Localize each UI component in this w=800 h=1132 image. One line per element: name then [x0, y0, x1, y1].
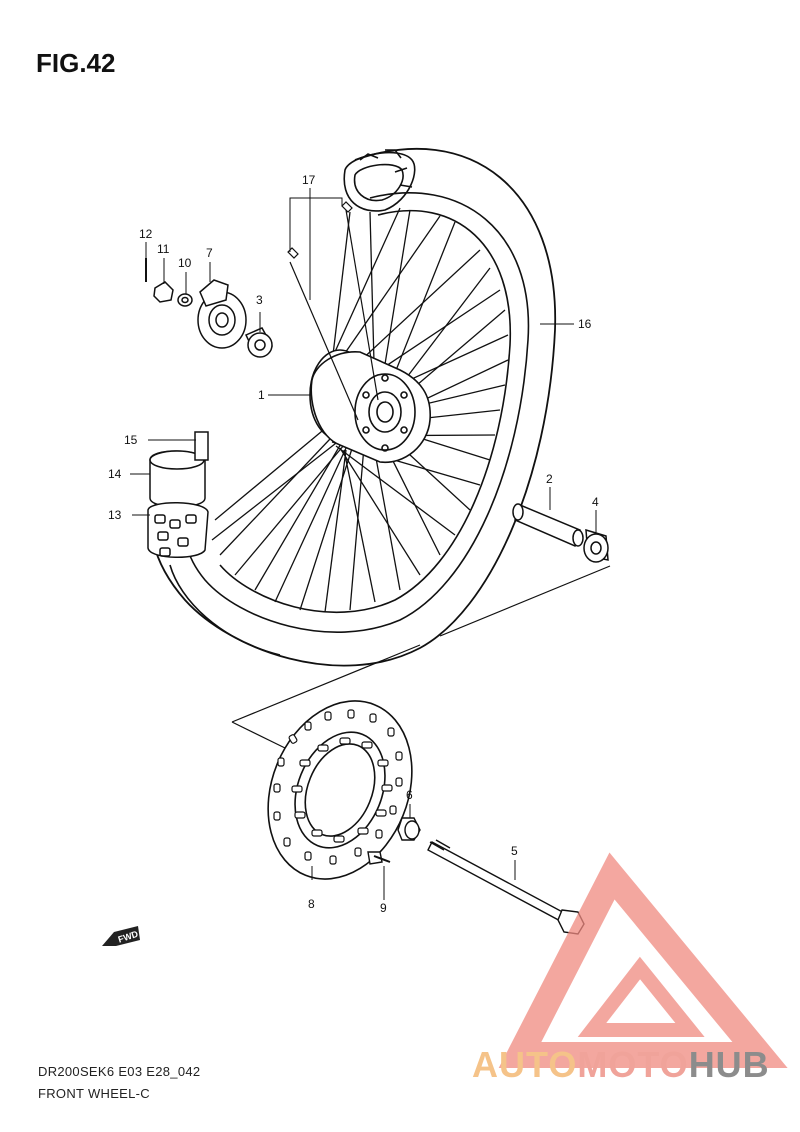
watermark-text: AUTOMOTOHUB [472, 1044, 770, 1086]
rim-outline [150, 147, 556, 667]
bearing-item-3 [244, 327, 274, 358]
figure-name: FRONT WHEEL-C [38, 1086, 150, 1101]
callout-9: 9 [380, 901, 387, 915]
gearbox-item-7 [197, 279, 247, 349]
callout-14: 14 [108, 467, 122, 481]
callout-16: 16 [578, 317, 592, 331]
callout-labels: 1 2 3 4 5 6 7 8 9 10 11 12 13 14 15 16 1… [108, 173, 599, 915]
spacer-item-2 [512, 503, 584, 548]
callout-12: 12 [139, 227, 153, 241]
watermark-part-a: AUTO [472, 1044, 578, 1085]
callout-4: 4 [592, 495, 599, 509]
collar-item-6 [397, 817, 421, 841]
wheel-hub [309, 349, 431, 463]
callout-5: 5 [511, 844, 518, 858]
watermark-logo [498, 852, 788, 1068]
callout-15: 15 [124, 433, 138, 447]
spoke-part-lines [287, 201, 379, 421]
callout-11: 11 [157, 242, 170, 256]
callout-8: 8 [308, 897, 315, 911]
brake-disc-item-8 [267, 700, 413, 880]
callout-6: 6 [406, 788, 413, 802]
watermark-part-b: MOTO [577, 1044, 689, 1085]
callout-3: 3 [256, 293, 263, 307]
watermark-part-c: HUB [688, 1044, 770, 1085]
bearing-item-4 [583, 528, 609, 563]
wheel-assembly [147, 147, 556, 667]
model-code: DR200SEK6 E03 E28_042 [38, 1064, 201, 1079]
washer-item-10 [177, 293, 193, 307]
fwd-arrow-icon: FWD [102, 926, 140, 946]
callout-7: 7 [206, 246, 213, 260]
disc-bolt-item-9 [367, 851, 391, 865]
section-separator [231, 565, 611, 749]
callout-10: 10 [178, 256, 192, 270]
callout-17: 17 [302, 173, 316, 187]
callout-13: 13 [108, 508, 122, 522]
callout-2: 2 [546, 472, 553, 486]
rim-lock-parts [147, 431, 209, 558]
figure-title: FIG.42 [36, 48, 116, 78]
callout-1: 1 [258, 388, 265, 402]
axle-spacers [512, 503, 609, 563]
axle-item-5 [427, 839, 585, 935]
callout-leaders [130, 188, 597, 900]
nut-item-11 [153, 281, 174, 303]
speedometer-gearbox-parts [145, 258, 274, 358]
rim-lock [343, 149, 416, 212]
